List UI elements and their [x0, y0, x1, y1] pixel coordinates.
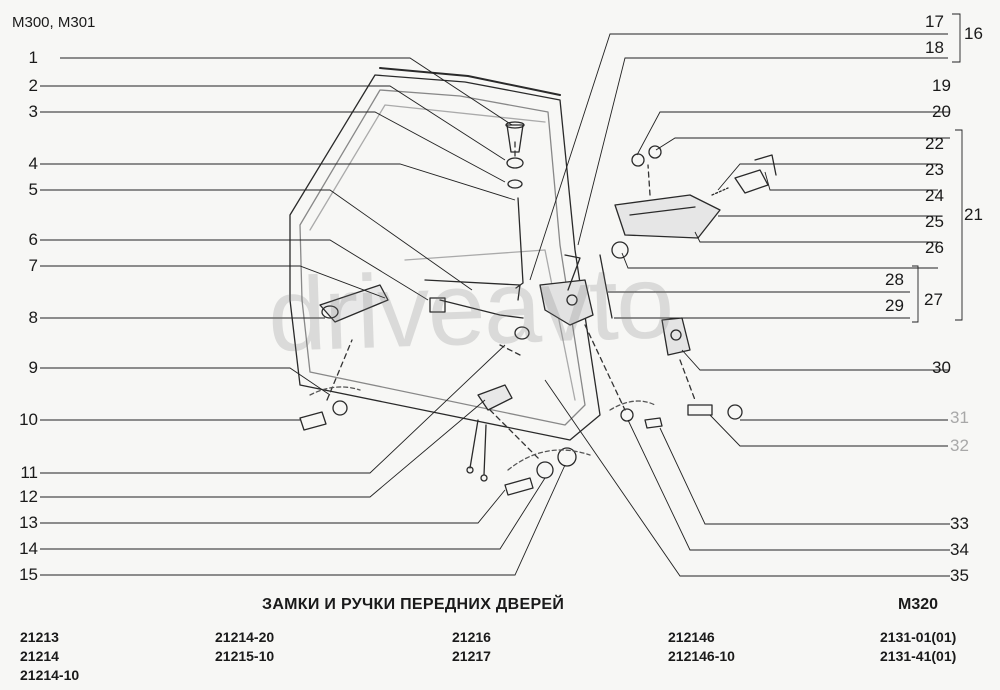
door-frame-outline	[289, 67, 601, 441]
part-nut-20	[648, 145, 662, 159]
part-link-rod	[424, 279, 521, 301]
group-label-27: 27	[924, 290, 943, 309]
callout-5: 5	[28, 180, 38, 199]
part-grommet-26	[611, 241, 629, 259]
sheet-code: M320	[898, 596, 939, 613]
part-inner-handle-rod	[439, 299, 524, 319]
callout-29: 29	[885, 296, 904, 315]
part-outer-handle	[614, 194, 721, 239]
model-code: 212146-10	[668, 648, 735, 664]
group-label-21: 21	[964, 205, 983, 224]
callout-19: 19	[932, 76, 951, 95]
callout-34: 34	[950, 540, 969, 559]
model-code: 21216	[452, 629, 491, 645]
callout-8: 8	[28, 308, 38, 327]
model-code: 212146	[668, 629, 715, 645]
part-striker	[661, 317, 691, 356]
diagram-title: ЗАМКИ И РУЧКИ ПЕРЕДНИХ ДВЕРЕЙ	[262, 596, 565, 613]
part-screw-13	[504, 477, 534, 496]
callout-10: 10	[19, 410, 38, 429]
callout-17: 17	[925, 12, 944, 31]
part-striker-screw	[687, 404, 743, 420]
part-remote-lock-switch	[466, 384, 513, 482]
callout-15: 15	[19, 565, 38, 584]
group-label-16: 16	[964, 24, 983, 43]
callout-7: 7	[28, 256, 38, 275]
model-code: 2131-01(01)	[880, 629, 957, 645]
callout-14: 14	[19, 539, 38, 558]
model-code: 21217	[452, 648, 491, 664]
watermark: driveavto	[266, 243, 674, 375]
model-code: 21213	[20, 629, 59, 645]
callout-18: 18	[925, 38, 944, 57]
callout-30: 30	[932, 358, 951, 377]
part-button-washer	[507, 179, 523, 189]
callout-2: 2	[28, 76, 38, 95]
callout-28: 28	[885, 270, 904, 289]
part-lock-rod	[515, 197, 524, 289]
callout-24: 24	[925, 186, 944, 205]
part-washer-14	[536, 461, 554, 479]
part-lock-bushing	[514, 326, 530, 340]
model-code: 21214-10	[20, 667, 80, 683]
model-col-5: 2131-01(01) 2131-41(01)	[880, 628, 956, 666]
model-col-3: 21216 21217	[452, 628, 491, 666]
callout-12: 12	[19, 487, 38, 506]
model-code: 21214	[20, 648, 59, 664]
part-lock-button	[505, 121, 525, 153]
callout-31: 31	[950, 408, 969, 427]
model-code: 21215-10	[215, 648, 275, 664]
callout-1: 1	[28, 48, 38, 67]
part-handle-clip	[429, 297, 446, 313]
part-lock-mechanism	[539, 254, 594, 326]
part-lock-cylinder	[711, 154, 777, 196]
callout-11: 11	[20, 463, 38, 482]
model-col-2: 21214-20 21215-10	[215, 628, 274, 666]
model-codes: M300, M301	[12, 14, 96, 31]
part-bushing-15	[557, 447, 577, 467]
callout-26: 26	[925, 238, 944, 257]
callout-25: 25	[925, 212, 944, 231]
callout-6: 6	[28, 230, 38, 249]
callout-33: 33	[950, 514, 969, 533]
model-code: 21214-20	[215, 629, 275, 645]
callout-20: 20	[932, 102, 951, 121]
part-nut-19	[631, 153, 645, 167]
callout-35: 35	[950, 566, 969, 585]
part-handle-screw	[299, 400, 348, 431]
callout-23: 23	[925, 160, 944, 179]
model-code: 2131-41(01)	[880, 648, 957, 664]
part-button-bushing	[506, 157, 524, 169]
part-rod-28	[599, 254, 613, 319]
callout-4: 4	[28, 154, 38, 173]
callout-32: 32	[950, 436, 969, 455]
model-col-4: 212146 212146-10	[668, 628, 735, 666]
model-col-1: 21213 21214 21214-10	[20, 628, 79, 685]
callout-3: 3	[28, 102, 38, 121]
callout-9: 9	[28, 358, 38, 377]
callout-22: 22	[925, 134, 944, 153]
part-inner-handle	[319, 284, 389, 323]
callout-13: 13	[19, 513, 38, 532]
part-screw-33	[620, 408, 663, 429]
